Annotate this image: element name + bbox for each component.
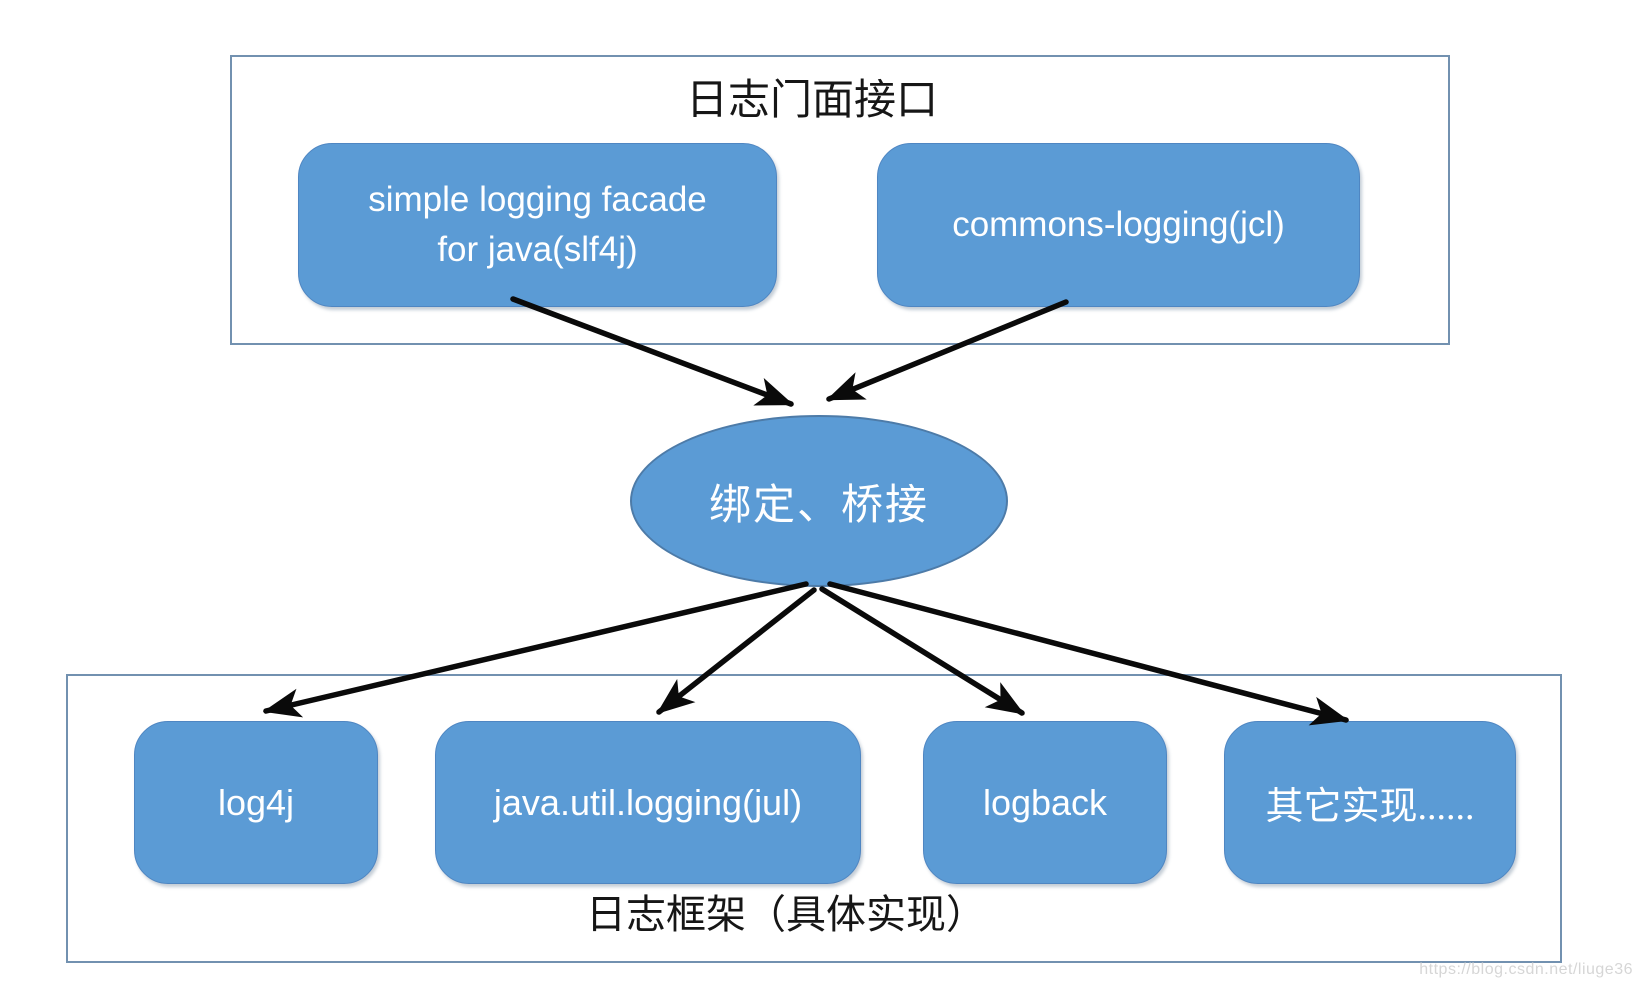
node-slf4j: simple logging facade for java(slf4j) [298,143,777,307]
node-log4j: log4j [134,721,378,884]
node-binding-bridge: 绑定、桥接 [630,415,1008,587]
node-logback: logback [923,721,1167,884]
implementation-section-title: 日志框架（具体实现） [586,892,986,937]
node-jcl: commons-logging(jcl) [877,143,1360,307]
node-other-implementations: 其它实现...... [1224,721,1516,884]
node-binding-bridge-label: 绑定、桥接 [708,482,929,529]
node-other-implementations-label: 其它实现...... [1265,786,1475,828]
node-jcl-label: commons-logging(jcl) [952,205,1285,244]
facade-section-title: 日志门面接口 [685,78,938,124]
node-jul: java.util.logging(jul) [435,721,861,884]
node-slf4j-label: simple logging facade for java(slf4j) [368,180,707,269]
node-log4j-label: log4j [217,781,295,823]
node-logback-label: logback [982,781,1108,823]
node-jul-label: java.util.logging(jul) [493,781,803,823]
watermark-url: https://blog.csdn.net/liuge36 [1419,961,1633,978]
